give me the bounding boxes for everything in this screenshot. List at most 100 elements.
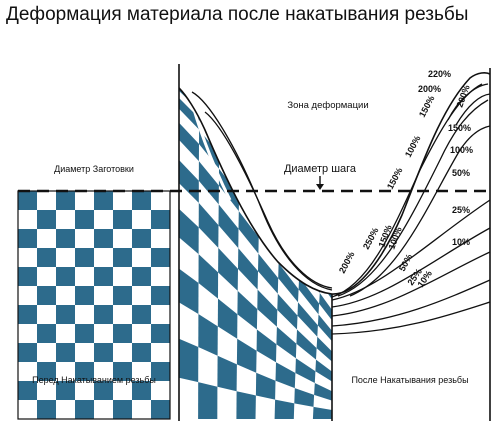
- grid-square: [18, 343, 37, 362]
- deformed-grid-cell: [300, 236, 322, 274]
- pitch-arrow: [316, 176, 324, 190]
- deformed-grid-cell: [255, 372, 276, 400]
- grid-square: [94, 305, 113, 324]
- grid-square: [37, 362, 56, 381]
- blank-checkerboard: [18, 191, 170, 426]
- grid-square: [151, 286, 170, 305]
- grid-square: [18, 305, 37, 324]
- deformed-grid-cell: [236, 391, 256, 419]
- grid-square: [113, 324, 132, 343]
- deformed-grid-cell: [218, 247, 238, 291]
- grid-square: [37, 286, 56, 305]
- pitch-diameter-label: Диаметр шага: [284, 163, 357, 175]
- grid-square: [151, 400, 170, 419]
- grid-square: [132, 419, 151, 426]
- grid-square: [113, 362, 132, 381]
- grid-square: [94, 381, 113, 400]
- level-label: 25%: [452, 205, 470, 215]
- grid-square: [37, 210, 56, 229]
- level-label: 150%: [417, 94, 437, 119]
- grid-square: [94, 229, 113, 248]
- grid-square: [75, 400, 94, 419]
- level-label: 220%: [428, 69, 451, 79]
- deformed-grid-cell: [179, 208, 199, 255]
- grid-square: [94, 267, 113, 286]
- deformed-grid-cell: [218, 204, 239, 249]
- strain-contours: [191, 83, 491, 335]
- deformed-grid-cell: [179, 268, 199, 314]
- deformed-grid-cell: [298, 276, 320, 315]
- grid-square: [94, 419, 113, 426]
- grid-square: [151, 210, 170, 229]
- grid-square: [113, 248, 132, 267]
- grid-square: [94, 191, 113, 210]
- grid-square: [132, 381, 151, 400]
- before-rolling-label: Перед Накатыванием резьбы: [32, 375, 156, 385]
- grid-square: [56, 419, 75, 426]
- deformed-grid-cell: [236, 338, 257, 373]
- deformed-grid-cell: [295, 358, 316, 383]
- grid-square: [75, 286, 94, 305]
- deformed-grid-cell: [314, 383, 332, 402]
- deformed-grid-cell: [198, 382, 218, 419]
- level-label: 200%: [454, 84, 471, 109]
- level-label: 250%: [361, 226, 381, 251]
- deformed-grid-cell: [297, 302, 318, 337]
- deformed-grid-cell: [259, 196, 280, 237]
- grid-square: [113, 286, 132, 305]
- grid-square: [56, 343, 75, 362]
- deformed-grid-cell: [280, 214, 301, 254]
- grid-square: [18, 419, 37, 426]
- deformed-grid-cell: [258, 253, 279, 294]
- deformed-grid-cell: [319, 293, 332, 330]
- grid-square: [37, 324, 56, 343]
- grid-square: [132, 191, 151, 210]
- level-label: 150%: [385, 166, 405, 191]
- grid-square: [75, 362, 94, 381]
- deformed-grid-cell: [238, 211, 259, 254]
- grid-square: [56, 305, 75, 324]
- grid-square: [18, 267, 37, 286]
- grid-square: [132, 267, 151, 286]
- grid-square: [151, 248, 170, 267]
- grid-square: [113, 400, 132, 419]
- grid-square: [132, 343, 151, 362]
- grid-square: [37, 400, 56, 419]
- grid-square: [75, 324, 94, 343]
- grid-square: [56, 267, 75, 286]
- grid-square: [113, 210, 132, 229]
- grid-square: [132, 229, 151, 248]
- grid-square: [56, 229, 75, 248]
- deformation-zone-label: Зона деформации: [287, 100, 368, 111]
- deformed-grid-cell: [256, 329, 277, 363]
- deformed-grid-cell: [198, 254, 219, 299]
- deformed-grid-cell: [217, 298, 238, 339]
- grid-square: [56, 381, 75, 400]
- grid-square: [56, 191, 75, 210]
- deformed-grid-cell: [238, 248, 258, 290]
- grid-square: [37, 248, 56, 267]
- deformed-grid-cell: [296, 329, 317, 360]
- figure-title: Деформация материала после накатывания р…: [6, 4, 469, 25]
- deformed-grid-cell: [198, 314, 218, 356]
- level-label: 150%: [448, 123, 471, 133]
- deformed-grid-cell: [198, 202, 219, 248]
- deformed-grid-cell: [179, 98, 200, 130]
- grid-square: [132, 305, 151, 324]
- level-label: 200%: [418, 84, 441, 94]
- deformed-grid-cell: [278, 263, 299, 303]
- deformed-grid-cell: [275, 362, 296, 389]
- grid-square: [18, 381, 37, 400]
- grid-square: [75, 248, 94, 267]
- level-label: 100%: [403, 134, 423, 159]
- deformed-grid-cell: [276, 326, 297, 359]
- grid-square: [75, 210, 94, 229]
- grid-square: [18, 229, 37, 248]
- deformed-grid-cell: [179, 338, 199, 383]
- blank-diameter-label: Диаметр Заготовки: [54, 164, 134, 174]
- deformed-grid: [179, 88, 332, 419]
- deformed-grid-cell: [317, 314, 332, 348]
- deformed-grid-cell: [217, 355, 237, 392]
- deformed-grid-cell: [179, 122, 199, 162]
